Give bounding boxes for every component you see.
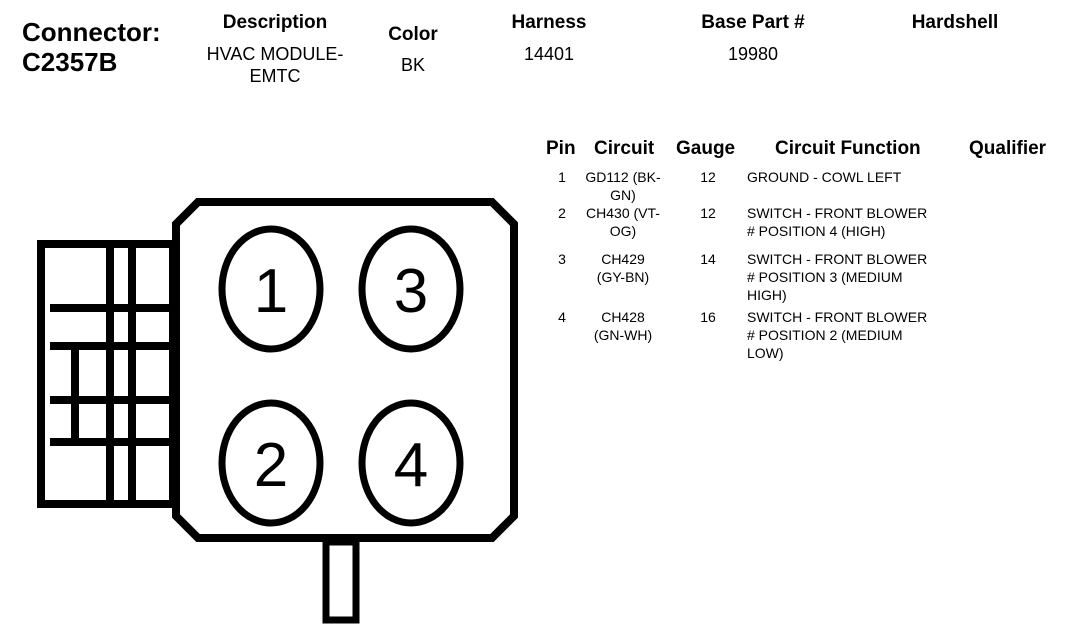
function-cell: GROUND - COWL LEFT — [747, 168, 967, 186]
circuit-line: GD112 (BK- — [585, 169, 661, 185]
circuit-line: GN) — [610, 187, 636, 203]
connector-tab — [322, 538, 360, 624]
function-line: LOW) — [747, 345, 784, 361]
circuit-line: CH430 (VT- — [586, 205, 660, 221]
table-row: 2 CH430 (VT- OG) 12 SWITCH - FRONT BLOWE… — [540, 204, 1060, 250]
function-line: # POSITION 3 (MEDIUM — [747, 269, 903, 285]
circuit-header: Circuit — [594, 138, 655, 159]
function-line: # POSITION 2 (MEDIUM — [747, 327, 903, 343]
gauge-header: Gauge — [676, 138, 736, 159]
color-value: BK — [400, 55, 425, 75]
circuit-cell: CH429 (GY-BN) — [580, 250, 666, 286]
circuit-cell: GD112 (BK- GN) — [580, 168, 666, 204]
connector-diagram: 1 3 2 4 — [37, 198, 518, 624]
function-header: Circuit Function — [775, 138, 921, 159]
connector-latch — [37, 240, 177, 508]
description-line1: HVAC MODULE- — [206, 44, 344, 64]
harness-value: 14401 — [523, 44, 575, 64]
table-row: 4 CH428 (GN-WH) 16 SWITCH - FRONT BLOWER… — [540, 308, 1060, 366]
circuit-cell: CH428 (GN-WH) — [580, 308, 666, 344]
circuit-line: CH429 — [601, 251, 645, 267]
pin-cell: 1 — [558, 169, 566, 185]
color-label: Color — [388, 24, 438, 45]
pin-header: Pin — [546, 138, 576, 159]
gauge-cell: 12 — [700, 169, 716, 185]
circuit-line: OG) — [609, 223, 637, 239]
function-line: GROUND - COWL LEFT — [747, 169, 902, 185]
pin-cell: 4 — [558, 309, 566, 325]
description-label: Description — [222, 12, 328, 33]
pin-1-label: 1 — [254, 257, 288, 326]
gauge-cell: 12 — [700, 205, 716, 221]
function-line: HIGH) — [747, 287, 787, 303]
pin-cell: 2 — [558, 205, 566, 221]
pin-3-cavity: 3 — [358, 225, 464, 353]
circuit-line: (GY-BN) — [596, 269, 650, 285]
hardshell-label: Hardshell — [911, 12, 999, 33]
base-part-label: Base Part # — [701, 12, 805, 33]
pin-1-cavity: 1 — [218, 225, 324, 353]
table-row: 1 GD112 (BK- GN) 12 GROUND - COWL LEFT — [540, 168, 1060, 204]
pin-4-label: 4 — [394, 431, 428, 500]
pin-2-label: 2 — [254, 431, 288, 500]
connector-id: C2357B — [22, 47, 118, 77]
description-line2: EMTC — [249, 66, 301, 86]
pin-2-cavity: 2 — [218, 399, 324, 527]
function-line: SWITCH - FRONT BLOWER — [747, 205, 928, 221]
pin-cell: 3 — [558, 251, 566, 267]
base-part-value: 19980 — [727, 44, 779, 64]
function-line: SWITCH - FRONT BLOWER — [747, 251, 928, 267]
qualifier-header: Qualifier — [969, 138, 1047, 159]
function-cell: SWITCH - FRONT BLOWER # POSITION 3 (MEDI… — [747, 250, 967, 304]
function-cell: SWITCH - FRONT BLOWER # POSITION 2 (MEDI… — [747, 308, 967, 362]
gauge-cell: 14 — [700, 251, 716, 267]
pin-3-label: 3 — [394, 257, 428, 326]
function-line: # POSITION 4 (HIGH) — [747, 223, 886, 239]
function-line: SWITCH - FRONT BLOWER — [747, 309, 928, 325]
circuit-line: CH428 — [601, 309, 645, 325]
gauge-cell: 16 — [700, 309, 716, 325]
pin-4-cavity: 4 — [358, 399, 464, 527]
circuit-cell: CH430 (VT- OG) — [580, 204, 666, 240]
harness-label: Harness — [511, 12, 587, 33]
table-row: 3 CH429 (GY-BN) 14 SWITCH - FRONT BLOWER… — [540, 250, 1060, 308]
connector-label: Connector: — [22, 17, 161, 47]
function-cell: SWITCH - FRONT BLOWER # POSITION 4 (HIGH… — [747, 204, 967, 240]
circuit-line: (GN-WH) — [593, 327, 653, 343]
